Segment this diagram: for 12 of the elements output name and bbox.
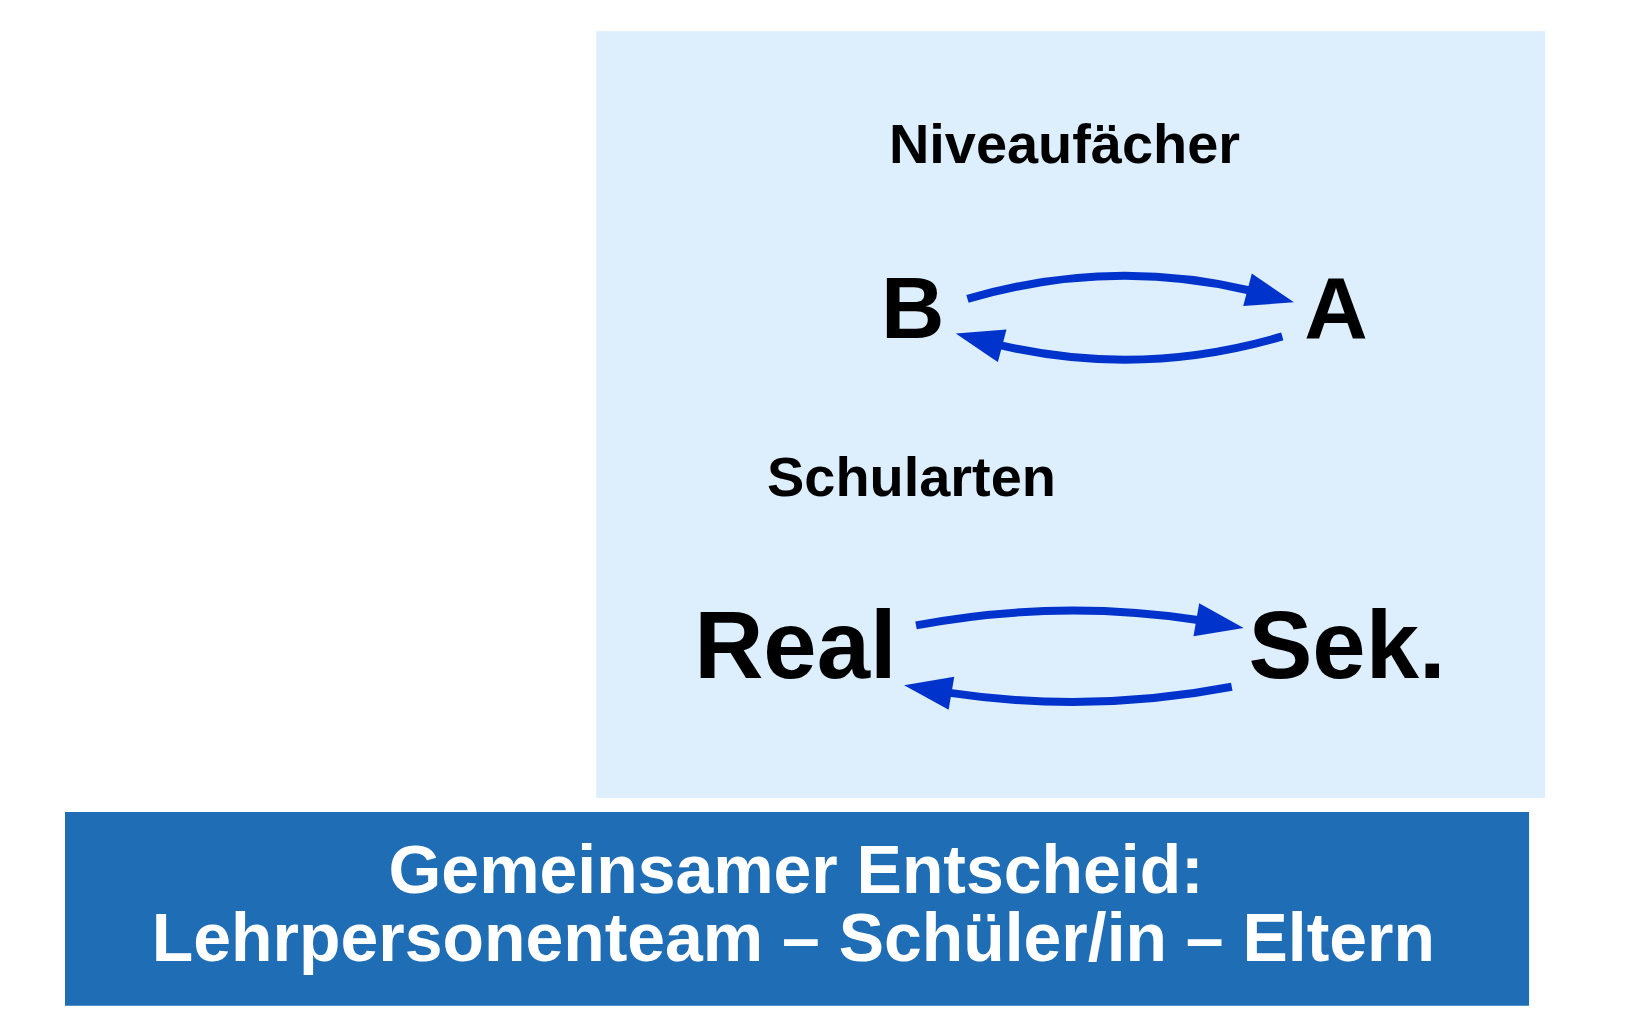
node-text: A xyxy=(1304,258,1368,358)
arrow xyxy=(955,329,1284,364)
arrow xyxy=(904,676,1233,710)
cluster xyxy=(596,31,1546,799)
node-text: Sek. xyxy=(1248,591,1446,699)
label: Niveaufächer xyxy=(888,111,1241,175)
label: Schularten xyxy=(767,445,1056,509)
arrow xyxy=(966,271,1294,307)
node-text: B xyxy=(880,258,945,358)
node-text: Real xyxy=(694,591,897,699)
node-box: Gemeinsamer Entscheid: Lehrpersonenteam – Schüler/in – Eltern xyxy=(65,812,1530,1006)
arrow xyxy=(915,603,1244,637)
